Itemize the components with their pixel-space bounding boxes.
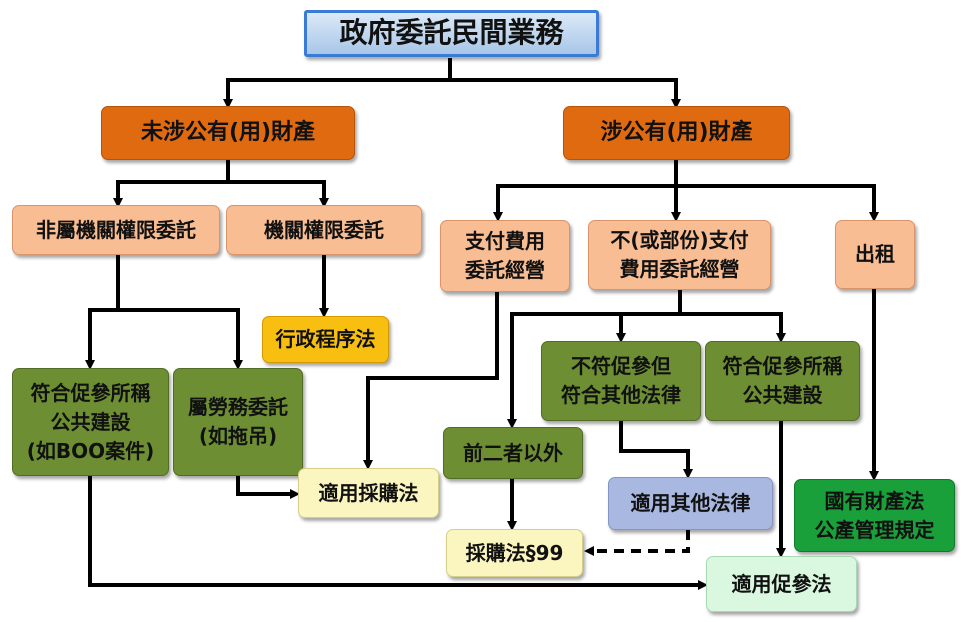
diagram-title: 政府委託民間業務: [304, 10, 599, 57]
node-not-ppp-other-law: 不符促參但 符合其他法律: [541, 341, 701, 421]
node-labor-service: 屬勞務委託 (如拖吊): [173, 368, 303, 476]
node-lease: 出租: [835, 220, 915, 289]
connector-title-to-no-public: [223, 78, 450, 109]
connector-labor-to-procurement: [236, 476, 300, 499]
connector-to-not-ppp: [616, 312, 680, 343]
connector-not-ppp-to-other-laws: [619, 421, 693, 479]
connector-to-paid-operation: [493, 184, 676, 222]
connector-title-to-public: [450, 78, 681, 109]
node-national-property-act: 國有財產法 公產管理規定: [794, 479, 955, 552]
node-no-public-property: 未涉公有(用)財產: [101, 106, 355, 160]
node-apply-ppp-act: 適用促參法: [706, 556, 857, 612]
node-public-property: 涉公有(用)財產: [563, 106, 790, 160]
node-apply-procurement-act: 適用採購法: [298, 468, 439, 518]
connector-to-agency: [228, 180, 329, 208]
connector-boo-to-ppp-act: [88, 476, 708, 590]
connector-to-lease: [676, 184, 879, 222]
connector-paid-to-procurement: [363, 292, 499, 470]
connector-to-non-agency: [113, 180, 228, 208]
node-admin-procedure-act: 行政程序法: [262, 316, 389, 363]
node-paid-operation: 支付費用 委託經營: [440, 220, 570, 292]
node-other-than-two: 前二者以外: [443, 427, 583, 479]
connector-other-laws-to-99-dashed: [584, 530, 690, 556]
connector-to-boo: [85, 308, 118, 370]
connector-to-labor: [118, 308, 243, 370]
node-ppp-public-construction: 符合促參所稱 公共建設: [705, 341, 860, 421]
connector-to-ppp: [680, 312, 786, 343]
node-agency-authority: 機關權限委託: [226, 205, 422, 255]
node-boo-public-construction: 符合促參所稱 公共建設 (如BOO案件): [12, 368, 169, 476]
node-apply-other-laws: 適用其他法律: [608, 477, 773, 530]
node-non-agency-authority: 非屬機關權限委託: [12, 205, 220, 255]
node-unpaid-operation: 不(或部份)支付 費用委託經營: [588, 220, 771, 290]
node-procurement-99: 採購法§99: [446, 529, 583, 577]
